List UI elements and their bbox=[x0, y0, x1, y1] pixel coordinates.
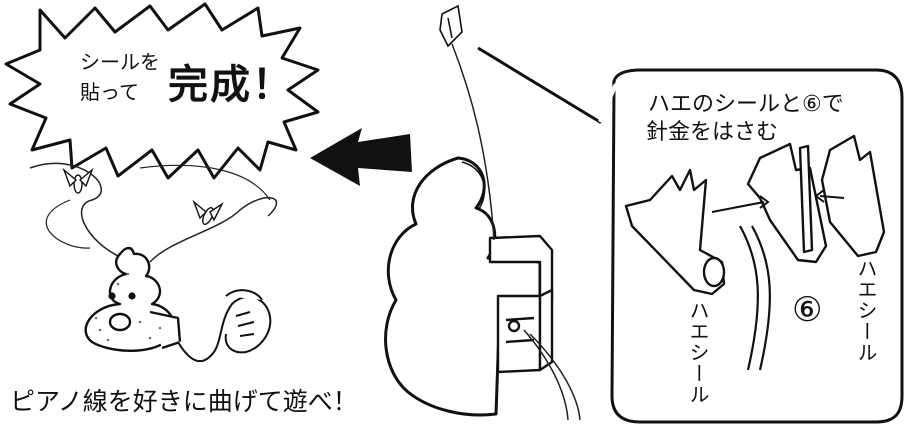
fly-sticker-label-right: ハエシール bbox=[854, 258, 878, 363]
poop-toy bbox=[84, 246, 182, 352]
arrow-left-icon bbox=[310, 128, 412, 186]
wire bbox=[739, 225, 759, 371]
wire bbox=[529, 333, 581, 421]
flight-trail bbox=[29, 162, 123, 259]
speech-burst bbox=[4, 2, 320, 180]
fly-sticker-detail bbox=[624, 168, 726, 296]
panel-line-2: 針金をはさむ bbox=[646, 120, 779, 145]
burst-line-2: 貼って bbox=[80, 80, 139, 104]
part-number-label: ⑥ bbox=[792, 290, 823, 330]
zoom-pointer bbox=[477, 46, 618, 124]
fly-icon bbox=[192, 199, 224, 226]
panel-line-1: ハエのシールと⑥で bbox=[648, 92, 844, 117]
fly-icon bbox=[62, 167, 94, 194]
wire bbox=[523, 329, 569, 421]
fly-sticker-label-left: ハエシール bbox=[686, 300, 710, 405]
wooden-stand bbox=[488, 234, 554, 374]
hand-drawing bbox=[177, 289, 272, 363]
wire bbox=[751, 225, 771, 371]
flight-trail bbox=[45, 199, 91, 249]
fly-sticker-detail bbox=[820, 134, 886, 258]
flight-trail bbox=[149, 196, 278, 263]
burst-title: 完成！ bbox=[168, 62, 294, 108]
flight-trail bbox=[139, 164, 271, 201]
arrow-left-icon bbox=[819, 195, 845, 199]
burst-line-1: シールを bbox=[80, 50, 160, 74]
arrow-right-icon bbox=[711, 201, 765, 213]
poop-cutout bbox=[384, 156, 542, 417]
caption: ピアノ線を好きに曲げて遊べ！ bbox=[10, 387, 358, 416]
fly-icon bbox=[439, 4, 463, 48]
wire bbox=[451, 43, 495, 241]
fly-sticker-detail bbox=[746, 142, 828, 264]
